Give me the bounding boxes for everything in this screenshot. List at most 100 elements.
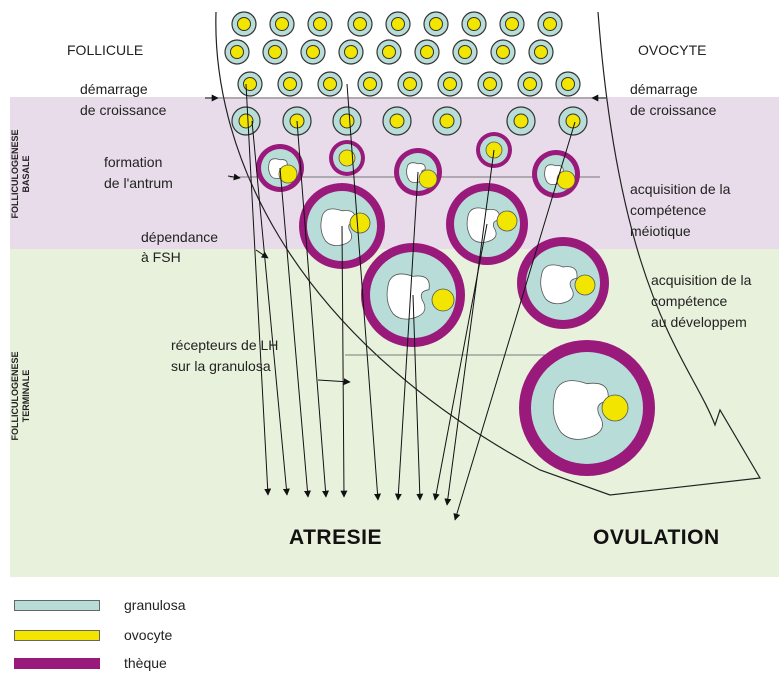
primordial-follicle-8: [500, 12, 524, 36]
legend-theque-label: thèque: [124, 653, 167, 673]
primordial-ovocyte: [276, 18, 289, 31]
phase-basale-label: FOLLICULOGENESE BASALE: [10, 119, 32, 229]
primordial-ovocyte: [497, 46, 510, 59]
primary-follicle-6: [507, 107, 535, 135]
primordial-ovocyte: [404, 78, 417, 91]
primary-ovocyte: [239, 114, 253, 128]
primordial-ovocyte: [421, 46, 434, 59]
follicle-ovocyte: [350, 213, 370, 233]
primordial-follicle-4: [348, 12, 372, 36]
primordial-follicle-20: [278, 72, 302, 96]
primordial-ovocyte: [430, 18, 443, 31]
primordial-follicle-18: [529, 40, 553, 64]
primordial-ovocyte: [324, 78, 337, 91]
follicle-ovocyte: [419, 170, 437, 188]
antral-follicle-10: [519, 340, 655, 476]
phase-basale-line2: BASALE: [21, 119, 32, 229]
primordial-follicle-26: [518, 72, 542, 96]
primordial-follicle-6: [424, 12, 448, 36]
primary-ovocyte: [566, 114, 580, 128]
phase-terminale-line2: TERMINALE: [21, 341, 32, 451]
primordial-follicle-21: [318, 72, 342, 96]
left-fsh-line1: dépendance: [141, 227, 218, 247]
primordial-follicle-9: [538, 12, 562, 36]
primordial-ovocyte: [544, 18, 557, 31]
primordial-ovocyte: [459, 46, 472, 59]
ovulation-label: OVULATION: [593, 526, 720, 550]
left-fsh-line2: à FSH: [141, 247, 181, 267]
left-demarrage-line2: de croissance: [80, 100, 166, 120]
primary-ovocyte: [440, 114, 454, 128]
primordial-ovocyte: [345, 46, 358, 59]
primordial-follicle-11: [263, 40, 287, 64]
follicule-header: FOLLICULE: [67, 40, 143, 60]
follicle-ovocyte: [575, 275, 595, 295]
atresie-label: ATRESIE: [289, 526, 382, 550]
primordial-ovocyte: [364, 78, 377, 91]
primordial-follicle-3: [308, 12, 332, 36]
right-dev-line1: acquisition de la: [651, 270, 751, 290]
primordial-follicle-19: [238, 72, 262, 96]
primordial-ovocyte: [535, 46, 548, 59]
primordial-ovocyte: [244, 78, 257, 91]
primary-ovocyte: [390, 114, 404, 128]
right-meiotique-line3: méiotique: [630, 221, 691, 241]
phase-terminale-line1: FOLLICULOGENESE: [10, 341, 21, 451]
primordial-ovocyte: [238, 18, 251, 31]
left-antrum-line1: formation: [104, 152, 162, 172]
follicle-ovocyte: [497, 211, 517, 231]
left-lh-line2: sur la granulosa: [171, 356, 271, 376]
primordial-ovocyte: [314, 18, 327, 31]
primordial-follicle-24: [438, 72, 462, 96]
follicle-ovocyte: [279, 165, 297, 183]
phase-basale-line1: FOLLICULOGENESE: [10, 119, 21, 229]
follicle-ovocyte: [432, 289, 454, 311]
primordial-follicle-7: [462, 12, 486, 36]
primordial-follicle-25: [478, 72, 502, 96]
legend-granulosa-swatch: [14, 600, 100, 611]
primordial-ovocyte: [562, 78, 575, 91]
primary-follicle-1: [232, 107, 260, 135]
primordial-follicle-5: [386, 12, 410, 36]
primordial-ovocyte: [383, 46, 396, 59]
primary-follicle-7: [559, 107, 587, 135]
primordial-follicle-16: [453, 40, 477, 64]
primordial-ovocyte: [392, 18, 405, 31]
primordial-follicle-13: [339, 40, 363, 64]
primordial-ovocyte: [468, 18, 481, 31]
legend-theque-swatch: [14, 658, 100, 669]
primary-follicle-4: [383, 107, 411, 135]
primordial-follicle-1: [232, 12, 256, 36]
primordial-ovocyte: [231, 46, 244, 59]
primary-ovocyte: [340, 114, 354, 128]
primordial-follicle-23: [398, 72, 422, 96]
left-antrum-line2: de l'antrum: [104, 173, 173, 193]
primordial-ovocyte: [307, 46, 320, 59]
legend-ovocyte-swatch: [14, 630, 100, 641]
antral-follicle-2: [329, 140, 365, 176]
primordial-follicle-2: [270, 12, 294, 36]
primordial-ovocyte: [484, 78, 497, 91]
primordial-follicle-10: [225, 40, 249, 64]
primary-ovocyte: [514, 114, 528, 128]
legend-ovocyte-label: ovocyte: [124, 625, 172, 645]
primordial-follicle-17: [491, 40, 515, 64]
left-demarrage-line1: démarrage: [80, 79, 148, 99]
left-lh-line1: récepteurs de LH: [171, 335, 278, 355]
follicle-ovocyte: [602, 395, 628, 421]
ovocyte-header: OVOCYTE: [638, 40, 706, 60]
right-dev-line3: au développem: [651, 312, 747, 332]
right-demarrage-line1: démarrage: [630, 79, 698, 99]
primordial-ovocyte: [284, 78, 297, 91]
right-meiotique-line2: compétence: [630, 200, 706, 220]
primary-follicle-3: [333, 107, 361, 135]
phase-terminale-label: FOLLICULOGENESE TERMINALE: [10, 341, 32, 451]
primordial-follicle-15: [415, 40, 439, 64]
primordial-follicle-27: [556, 72, 580, 96]
primordial-ovocyte: [524, 78, 537, 91]
primordial-ovocyte: [354, 18, 367, 31]
legend-granulosa-label: granulosa: [124, 595, 186, 615]
antral-follicle-9: [517, 237, 609, 329]
right-meiotique-line1: acquisition de la: [630, 179, 730, 199]
